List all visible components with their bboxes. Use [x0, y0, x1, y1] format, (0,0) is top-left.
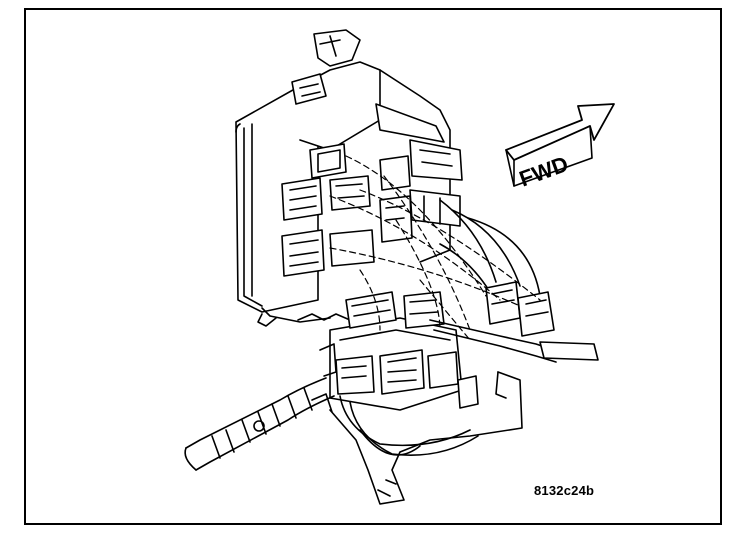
leader-lines	[329, 155, 541, 341]
fwd-label: FWD	[516, 151, 572, 192]
mounting-bracket	[311, 371, 523, 505]
right-connectors	[485, 281, 555, 337]
junction-block-housing	[235, 29, 463, 327]
fwd-arrow	[505, 103, 615, 187]
wire-harness-main	[184, 377, 335, 471]
lower-connector-block	[319, 291, 479, 411]
wire-leads-right	[339, 199, 599, 456]
figure-id-label: 8132c24b	[534, 483, 595, 498]
